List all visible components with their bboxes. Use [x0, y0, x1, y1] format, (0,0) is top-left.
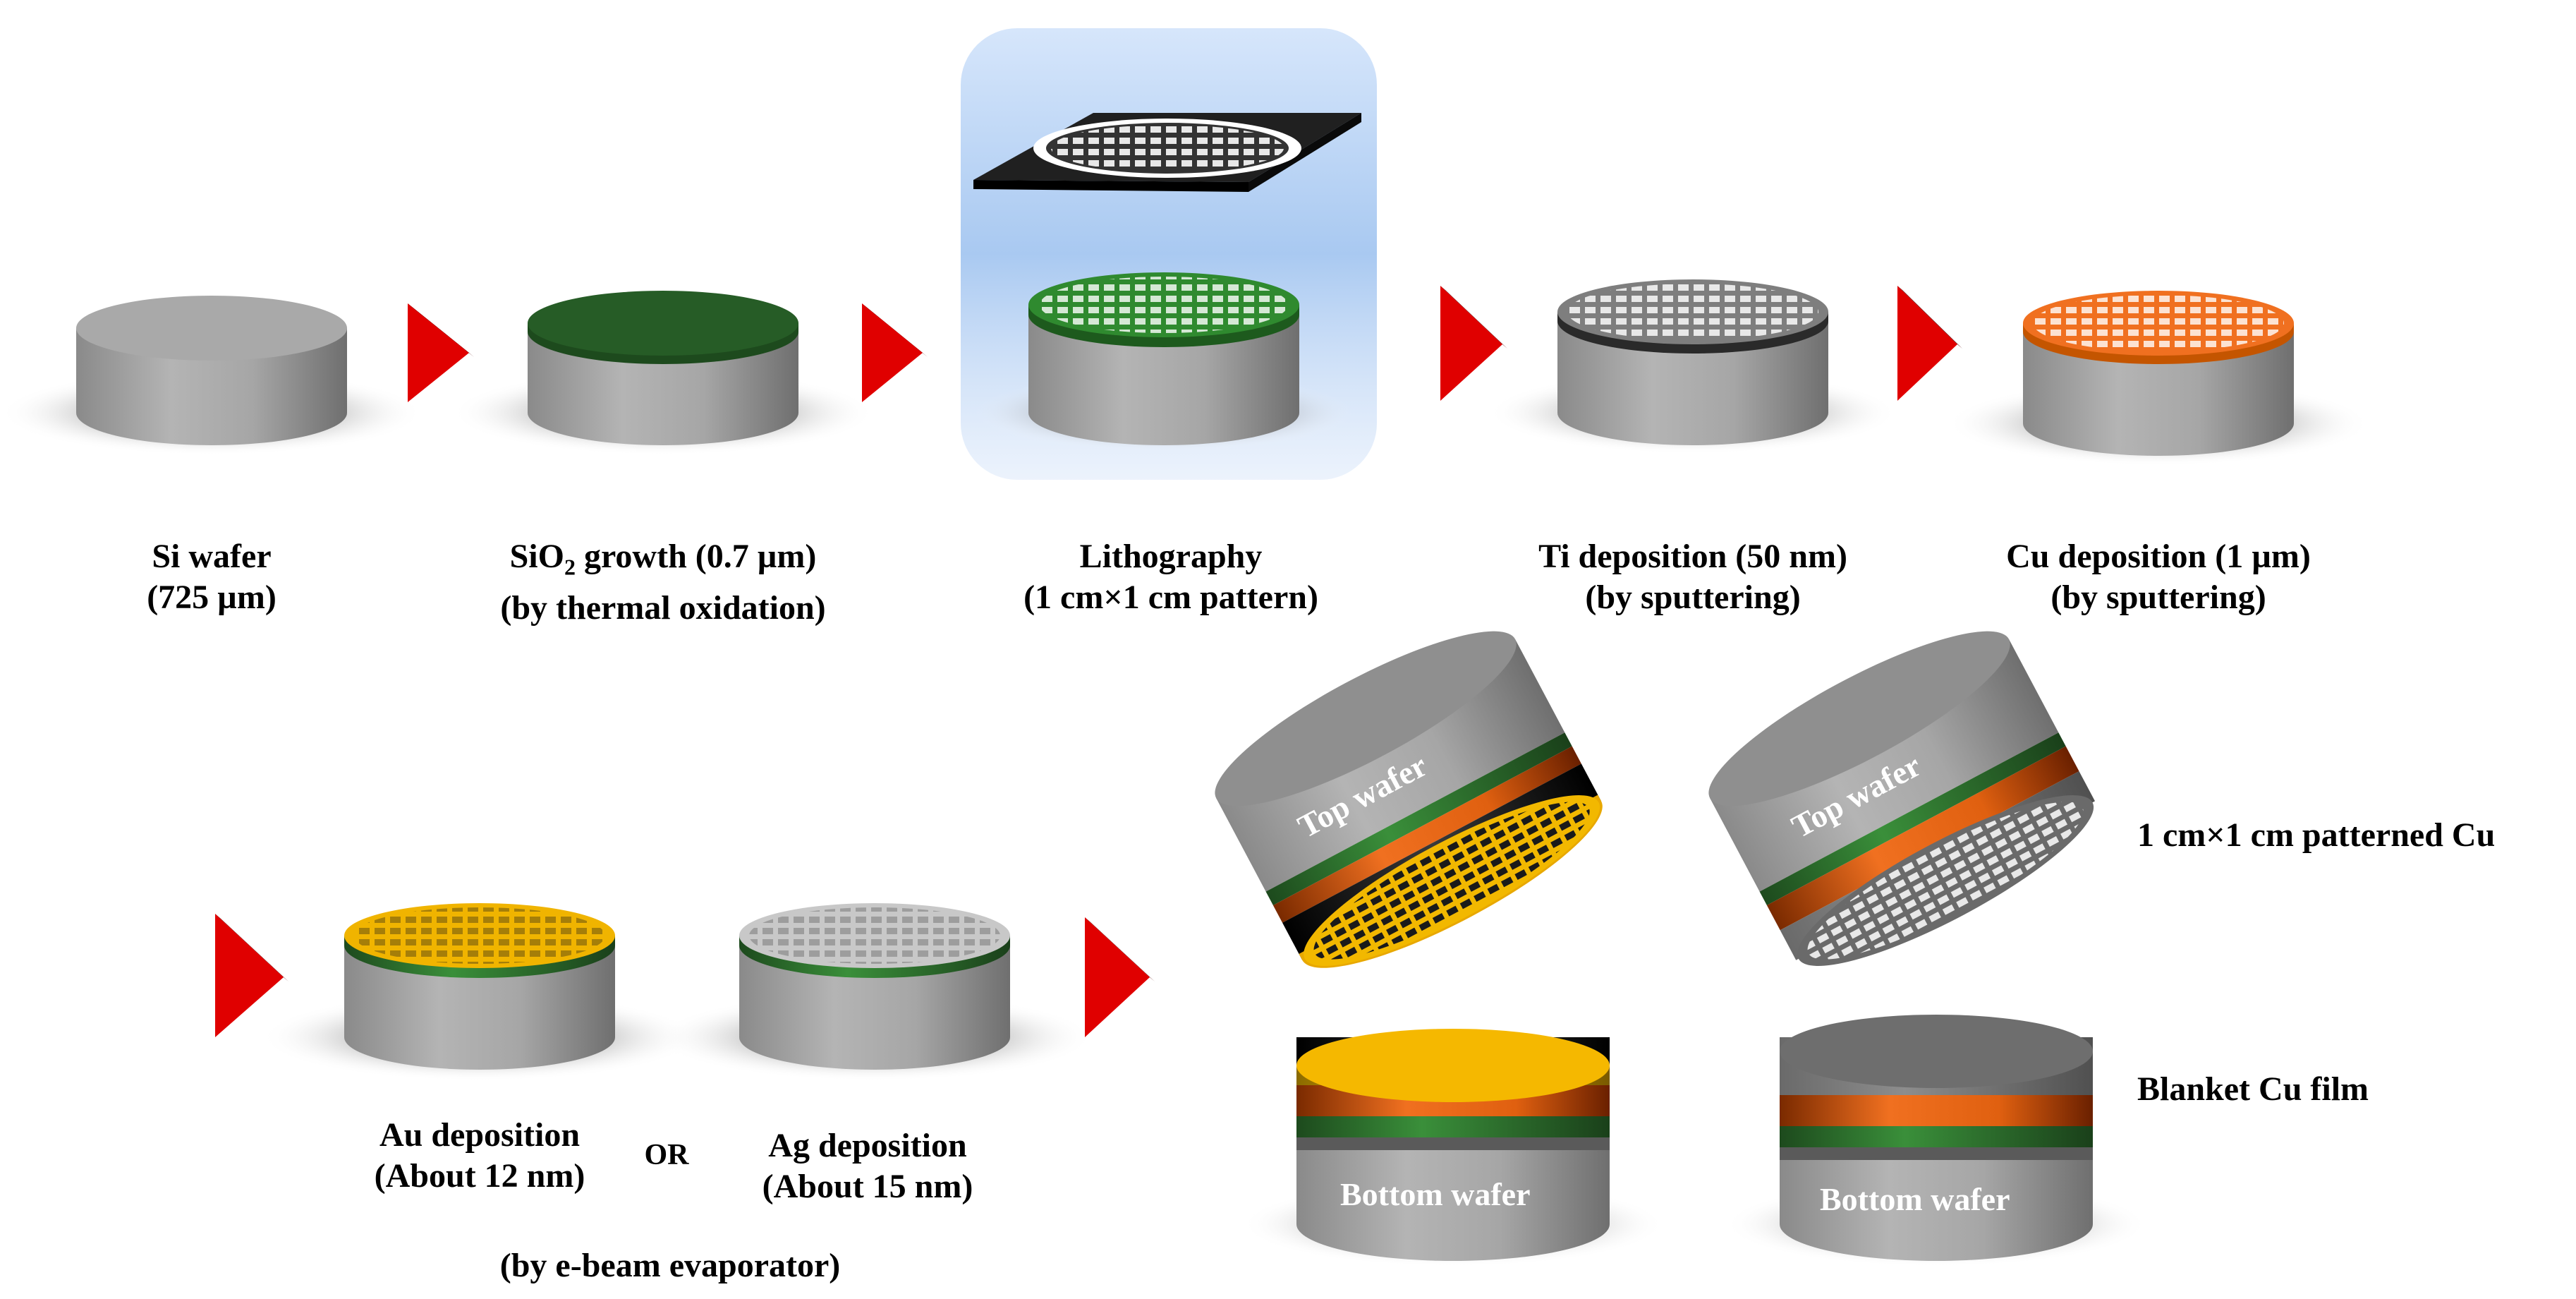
au-wafer-icon — [261, 903, 698, 1081]
e-beam-method-label: (by e-beam evaporator) — [499, 1247, 841, 1284]
step-detail: (1 cm×1 cm pattern) — [1023, 579, 1318, 616]
au-deposition-label: Au deposition (About 12 nm) — [332, 1115, 628, 1197]
ti-deposition-label: Ti deposition (50 nm) (by sputtering) — [1495, 536, 1890, 618]
sio2-growth-label: SiO2 growth (0.7 µm) (by thermal oxidati… — [451, 536, 875, 629]
cu-deposition-label: Cu deposition (1 µm) (by sputtering) — [1961, 536, 2356, 618]
step-title: Cu deposition (1 µm) — [2006, 538, 2311, 575]
ti-wafer-icon — [1488, 279, 1897, 454]
step-title: SiO2 growth (0.7 µm) — [509, 538, 817, 580]
bottom-wafer-label: Bottom wafer — [1340, 1176, 1531, 1212]
arrow-icon — [408, 303, 474, 402]
patterned-cu-label: 1 cm×1 cm patterned Cu — [2137, 816, 2496, 854]
arrow-icon — [1085, 917, 1155, 1037]
arrow-icon — [862, 303, 928, 402]
step-detail: (by sputtering) — [1585, 579, 1801, 616]
top-wafer-au-icon: Top wafer — [1215, 631, 1603, 968]
arrow-icon — [1440, 286, 1507, 401]
si-wafer-icon — [0, 296, 423, 455]
or-label: OR — [644, 1139, 689, 1171]
top-wafer-patterned-cu-icon: Top wafer — [1708, 631, 2096, 966]
ag-wafer-icon — [656, 903, 1093, 1081]
step-title: Ti deposition (50 nm) — [1538, 538, 1847, 575]
step-detail: (by thermal oxidation) — [500, 588, 826, 627]
lithography-wafer-icon — [973, 272, 1354, 452]
step-title: Ag deposition — [768, 1127, 967, 1164]
ag-deposition-label: Ag deposition (About 15 nm) — [719, 1125, 1016, 1207]
cu-wafer-icon — [1947, 291, 2370, 466]
step-title: Au deposition — [379, 1116, 581, 1154]
si-wafer-label: Si wafer (725 µm) — [106, 536, 317, 618]
step-detail: (About 15 nm) — [762, 1168, 973, 1205]
step-detail: (About 12 nm) — [374, 1157, 585, 1195]
bottom-wafer-au-icon: Bottom wafer — [1241, 1029, 1665, 1267]
step-title: Lithography — [1079, 538, 1263, 575]
photomask-icon — [973, 113, 1361, 192]
arrow-icon — [1897, 286, 1962, 401]
sio2-wafer-icon — [451, 291, 875, 455]
bottom-wafer-label: Bottom wafer — [1820, 1181, 2010, 1217]
lithography-label: Lithography (1 cm×1 cm pattern) — [966, 536, 1375, 618]
arrow-icon — [215, 914, 288, 1037]
bottom-wafer-blanket-cu-icon: Bottom wafer — [1725, 1015, 2148, 1267]
step-title: Si wafer — [152, 538, 272, 575]
step-detail: (by sputtering) — [2051, 579, 2266, 616]
blanket-cu-label: Blanket Cu film — [2137, 1070, 2369, 1108]
step-detail: (725 µm) — [147, 579, 277, 616]
